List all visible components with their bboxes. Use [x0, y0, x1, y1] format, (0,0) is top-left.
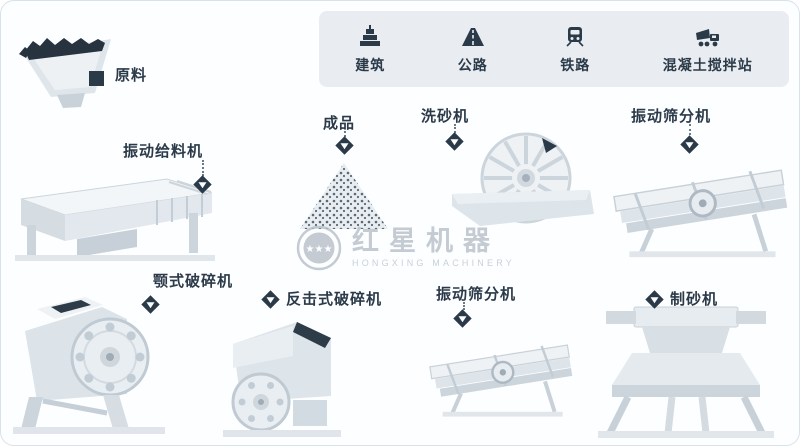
vibrating-feeder-label: 振动给料机: [123, 143, 204, 160]
arrow-down-icon: [685, 141, 694, 148]
brand-name-en: HONGXING MACHINERY: [352, 258, 515, 268]
dotted-connector: [202, 160, 204, 176]
mixer-truck-icon: [695, 28, 719, 46]
application-railway: 铁路: [560, 24, 590, 75]
svg-text:★★★: ★★★: [306, 244, 333, 255]
application-railway-label: 铁路: [560, 56, 591, 73]
sand-washer-illustration: [452, 132, 594, 226]
impact-crusher-illustration: [223, 322, 341, 437]
application-building-label: 建筑: [355, 56, 386, 73]
jaw-crusher-illustration: [13, 297, 165, 434]
dotted-connector: [689, 124, 691, 135]
vibrating-feeder-illustration: [15, 178, 215, 261]
sand-washer-label: 洗砂机: [421, 108, 470, 125]
dotted-connector: [344, 131, 346, 137]
arrow-down-icon: [650, 296, 659, 303]
dotted-connector: [463, 302, 465, 310]
arrow-down-icon: [266, 296, 275, 303]
application-highway-label: 公路: [457, 56, 488, 73]
arrow-down-icon: [340, 142, 349, 149]
vibrating-screen-bottom-label: 振动筛分机: [436, 286, 517, 303]
arrow-down-icon: [458, 315, 467, 322]
arrow-down-icon: [146, 301, 155, 308]
finished-product-illustration: [300, 163, 388, 229]
vibrating-screen-top-marker: [680, 135, 699, 154]
applications-panel: 建筑 公路 铁路: [319, 11, 789, 87]
sand-maker-illustration: [598, 306, 774, 438]
railway-icon: [566, 26, 584, 47]
application-mixing-station: 混凝土搅拌站: [663, 24, 753, 75]
jaw-crusher-label: 颚式破碎机: [153, 273, 234, 290]
application-mixing-station-label: 混凝土搅拌站: [662, 56, 753, 73]
arrow-down-icon: [450, 138, 459, 145]
raw-material-marker: [89, 71, 104, 86]
application-building: 建筑: [355, 24, 385, 75]
application-highway: 公路: [458, 24, 488, 75]
building-icon: [360, 24, 381, 46]
arrow-down-icon: [198, 181, 207, 188]
sand-maker-label: 制砂机: [670, 291, 719, 308]
vibrating-screen-top-label: 振动筛分机: [631, 108, 712, 125]
highway-icon: [461, 27, 484, 46]
raw-material-label: 原料: [115, 67, 148, 84]
dotted-connector: [454, 124, 456, 133]
finished-product-marker: [335, 136, 354, 155]
vibrating-screen-top-illustration: [613, 169, 788, 258]
vibrating-screen-bottom-illustration: [429, 344, 573, 417]
impact-crusher-label: 反击式破碎机: [286, 291, 383, 308]
finished-product-label: 成品: [323, 115, 356, 132]
